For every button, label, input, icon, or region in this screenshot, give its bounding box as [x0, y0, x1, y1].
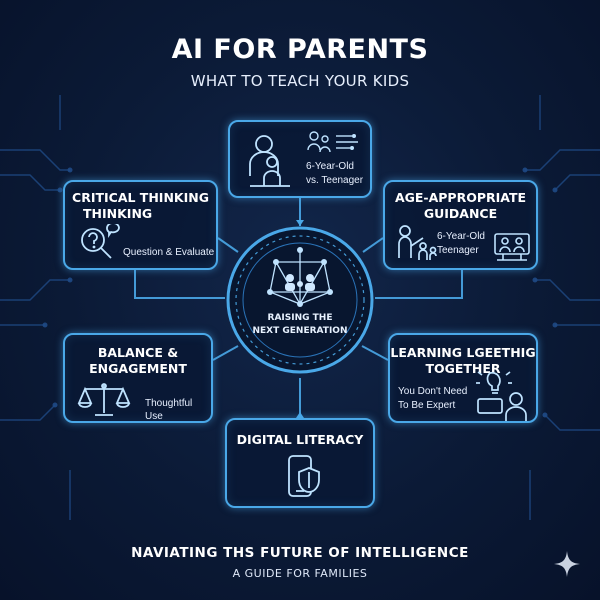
center-text-line2: NEXT GENERATION — [250, 325, 350, 338]
page-title: AI FOR PARENTS — [0, 34, 600, 65]
critical-text: Question & Evaluate — [123, 246, 214, 259]
footer-subtitle: A GUIDE FOR FAMILIES — [0, 567, 600, 580]
connector-learning — [362, 346, 388, 360]
top-card-line1: 6-Year-Old — [306, 160, 354, 173]
age-text-line2: Teenager — [437, 244, 479, 257]
card-digital-literacy: DIGITAL LITERACY — [225, 418, 375, 508]
parent-kids-icon — [393, 224, 437, 266]
phone-shield-icon — [285, 454, 325, 500]
center-text-line1: RAISING THE — [250, 312, 350, 325]
sparkle-icon — [554, 551, 580, 577]
card-critical-thinking: CRITICAL THINKING THINKING Question & Ev… — [63, 180, 218, 270]
age-title-line1: AGE-APPROPRIATE — [385, 190, 536, 205]
age-text-line1: 6-Year-Old — [437, 230, 485, 243]
digital-title: DIGITAL LITERACY — [227, 432, 373, 447]
top-card-line2: vs. Teenager — [306, 174, 363, 187]
family-network-icon — [306, 130, 360, 154]
connector-critical — [218, 238, 238, 252]
card-age-appropriate: AGE-APPROPRIATE GUIDANCE 6-Year-Old Teen… — [383, 180, 538, 270]
footer-title: NAVIATING THS FUTURE OF INTELLIGENCE — [0, 545, 600, 561]
age-title-line2: GUIDANCE — [385, 206, 536, 221]
scales-icon — [77, 381, 131, 419]
balance-title-line1: BALANCE & — [65, 345, 211, 360]
card-parent-child: 6-Year-Old vs. Teenager — [228, 120, 372, 198]
balance-title-line2: ENGAGEMENT — [65, 361, 211, 376]
teens-group-icon — [493, 232, 531, 262]
connector-age — [363, 238, 383, 252]
balance-text: Thoughtful Use — [145, 397, 211, 423]
center-hub — [228, 228, 372, 372]
parent-child-icon — [244, 130, 300, 190]
learning-text-line1: You Don't Need — [398, 385, 467, 398]
magnifier-question-icon — [77, 224, 123, 264]
card-learning-together: LEARNING LGEETHIG TOGETHER You Don't Nee… — [388, 333, 538, 423]
critical-title-line1: CRITICAL THINKING — [65, 190, 216, 205]
learning-title-line1: LEARNING LGEETHIG — [390, 345, 536, 360]
learning-text-line2: To Be Expert — [398, 399, 455, 412]
connector-balance — [213, 346, 238, 360]
critical-title-line2: THINKING — [83, 206, 216, 221]
card-balance-engagement: BALANCE & ENGAGEMENT Thoughtful Use — [63, 333, 213, 423]
page-subtitle: WHAT TO TEACH YOUR KIDS — [0, 72, 600, 90]
lightbulb-person-icon — [476, 369, 532, 421]
